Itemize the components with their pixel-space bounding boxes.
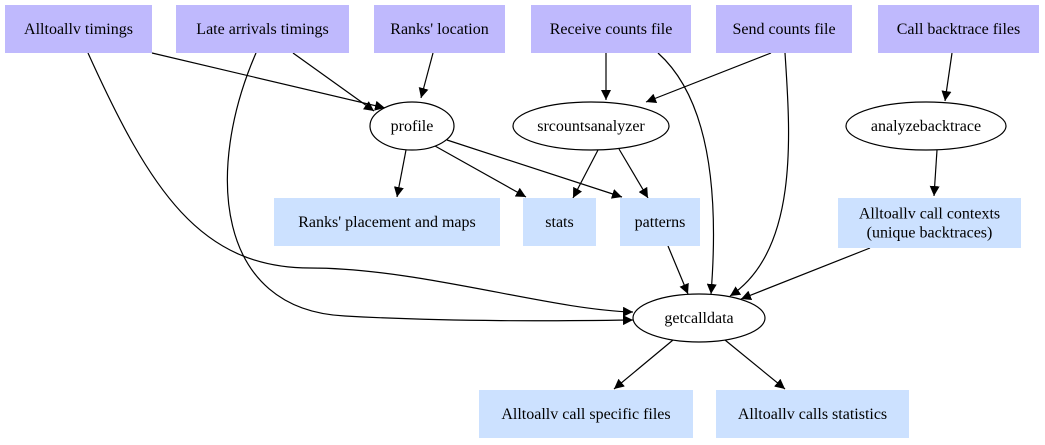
node-alltoallv-timings: Alltoallv timings — [5, 5, 152, 53]
edge-profile-to-patterns — [446, 139, 623, 199]
edge-alltoallv-timings-to-getcalldata — [87, 52, 634, 317]
node-send-counts-file-label: Send counts file — [732, 21, 835, 38]
node-patterns: patterns — [620, 198, 700, 246]
edge-ranks-location-to-profile — [418, 52, 434, 99]
node-profile: profile — [369, 101, 455, 151]
edge-alltoallv-timings-to-profile — [151, 52, 386, 111]
node-late-arrivals-timings-label: Late arrivals timings — [196, 21, 328, 38]
node-ranks-location: Ranks' location — [374, 5, 505, 53]
edge-alltoallv-call-contexts-to-getcalldata — [740, 247, 871, 300]
node-profile-label: profile — [391, 118, 434, 135]
node-alltoallv-call-specific-files-box — [479, 390, 693, 438]
node-receive-counts-file: Receive counts file — [531, 5, 691, 53]
edge-late-arrivals-timings-to-profile — [292, 52, 375, 112]
node-alltoallv-calls-statistics: Alltoallv calls statistics — [716, 390, 909, 438]
node-getcalldata: getcalldata — [632, 293, 766, 343]
node-call-backtrace-files-box — [878, 5, 1039, 53]
edge-send-counts-file-to-srcountsanalyzer — [645, 52, 772, 104]
node-alltoallv-calls-statistics-box — [716, 390, 909, 438]
node-alltoallv-call-specific-files: Alltoallv call specific files — [479, 390, 693, 438]
node-receive-counts-file-box — [531, 5, 691, 53]
node-analyzebacktrace-label: analyzebacktrace — [871, 118, 981, 135]
node-alltoallv-calls-statistics-label: Alltoallv calls statistics — [738, 406, 887, 423]
node-srcountsanalyzer: srcountsanalyzer — [512, 101, 670, 151]
node-call-backtrace-files: Call backtrace files — [878, 5, 1039, 53]
node-late-arrivals-timings: Late arrivals timings — [176, 5, 349, 53]
node-stats-label: stats — [545, 214, 573, 231]
node-patterns-box — [620, 198, 700, 246]
node-alltoallv-call-contexts: Alltoallv call contexts (unique backtrace… — [838, 198, 1021, 248]
node-send-counts-file-box — [716, 5, 852, 53]
node-call-backtrace-files-label: Call backtrace files — [897, 21, 1021, 38]
node-analyzebacktrace-ellipse — [845, 101, 1007, 151]
node-getcalldata-ellipse — [632, 293, 766, 343]
edge-receive-counts-file-to-getcalldata — [657, 52, 717, 295]
node-srcountsanalyzer-label: srcountsanalyzer — [537, 118, 645, 135]
edge-srcountsanalyzer-to-patterns — [618, 148, 649, 199]
node-alltoallv-call-contexts-box — [838, 198, 1021, 248]
node-late-arrivals-timings-box — [176, 5, 349, 53]
node-ranks-location-label: Ranks' location — [390, 21, 488, 38]
node-alltoallv-call-contexts-label: (unique backtraces) — [867, 225, 993, 242]
node-receive-counts-file-label: Receive counts file — [550, 21, 673, 38]
edges — [87, 52, 953, 390]
edge-send-counts-file-to-getcalldata — [729, 52, 790, 297]
node-patterns-label: patterns — [635, 214, 686, 231]
edge-patterns-to-getcalldata — [667, 245, 689, 295]
node-alltoallv-timings-label: Alltoallv timings — [24, 21, 133, 38]
edge-getcalldata-to-alltoallv-calls-statistics — [724, 339, 786, 390]
node-ranks-placement-and-maps: Ranks' placement and maps — [274, 198, 500, 246]
edge-profile-to-stats — [434, 145, 527, 198]
edge-srcountsanalyzer-to-stats — [572, 149, 599, 199]
edge-late-arrivals-timings-to-getcalldata — [226, 52, 634, 326]
node-analyzebacktrace: analyzebacktrace — [845, 101, 1007, 151]
node-srcountsanalyzer-ellipse — [512, 101, 670, 151]
node-send-counts-file: Send counts file — [716, 5, 852, 53]
node-stats: stats — [523, 198, 596, 246]
node-alltoallv-call-specific-files-label: Alltoallv call specific files — [501, 406, 670, 423]
edge-call-backtrace-files-to-analyzebacktrace — [941, 52, 953, 102]
edge-profile-to-ranks-placement-and-maps — [393, 149, 407, 198]
node-alltoallv-call-contexts-label: Alltoallv call contexts — [859, 206, 1000, 223]
node-stats-box — [523, 198, 596, 246]
node-getcalldata-label: getcalldata — [664, 310, 733, 327]
node-ranks-placement-and-maps-box — [274, 198, 500, 246]
edge-analyzebacktrace-to-alltoallv-call-contexts — [929, 149, 940, 197]
edge-getcalldata-to-alltoallv-call-specific-files — [613, 339, 674, 390]
node-ranks-placement-and-maps-label: Ranks' placement and maps — [298, 214, 476, 231]
node-ranks-location-box — [374, 5, 505, 53]
node-alltoallv-timings-box — [5, 5, 152, 53]
node-profile-ellipse — [369, 101, 455, 151]
